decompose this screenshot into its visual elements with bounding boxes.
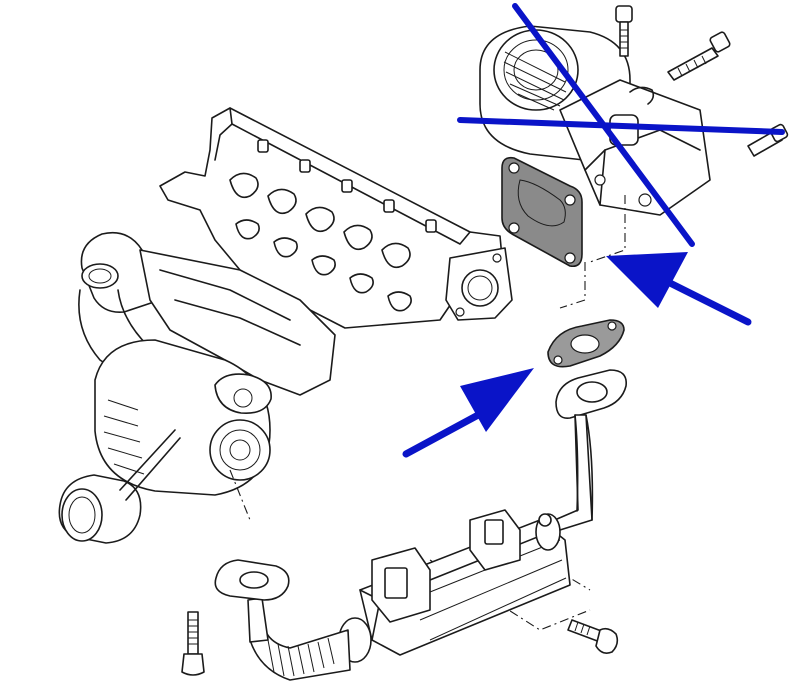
manifold-runners [229,172,412,312]
egr-valve-bolt-vertical [615,5,633,57]
pipe-bolt-vertical [181,611,205,676]
wastegate-actuator [58,429,181,544]
egr-cooler [338,509,571,663]
egr-valve-gasket [501,156,583,268]
egr-pipe-lower [247,597,351,681]
cooler-bolt [567,619,619,654]
egr-pipe-upper-flange [555,369,627,419]
annotation-arrow-to-pipe-gasket [402,368,534,458]
annotation-cross-out [457,3,785,247]
egr-pipe-riser [549,414,594,531]
arrow-head-upper [606,252,688,308]
egr-pipe-lower-flange [214,559,290,601]
manifold-bosses [257,139,437,233]
arrow-head-lower [460,368,534,432]
annotation-arrow-to-valve-gasket [606,252,752,326]
turbocharger [58,231,336,544]
egr-valve-bolt-stud [667,31,731,81]
cross-line-b [457,117,785,135]
manifold-outlet-flange [445,247,513,321]
egr-pipe-gasket [547,319,625,368]
